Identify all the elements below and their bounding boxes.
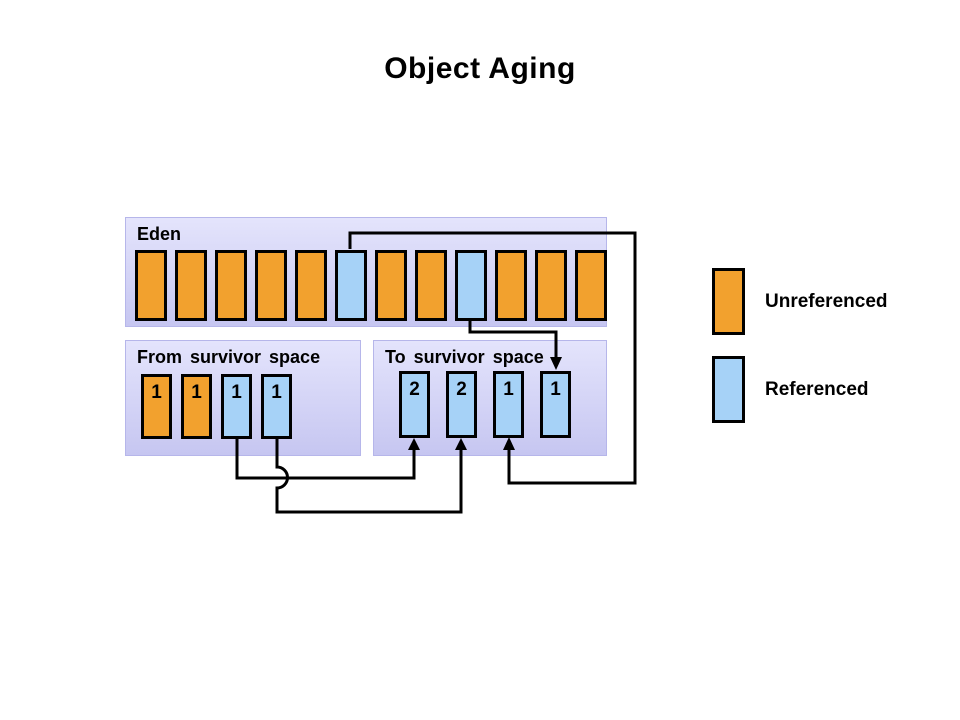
from-survivor-object-cell: 1 [261, 374, 292, 439]
eden-object-cell [175, 250, 207, 321]
eden-object-cell [535, 250, 567, 321]
object-age-label: 1 [191, 382, 202, 403]
from-survivor-object-cell: 1 [141, 374, 172, 439]
eden-object-cell [295, 250, 327, 321]
legend-item-label: Referenced [765, 378, 869, 400]
eden-panel: Eden [125, 217, 607, 327]
eden-object-cell [455, 250, 487, 321]
eden-object-cell [575, 250, 607, 321]
from-survivor-cells: 1 1 1 1 [141, 374, 292, 439]
legend-item: Referenced [712, 356, 888, 423]
to-survivor-object-cell: 1 [493, 371, 524, 438]
page-title: Object Aging [384, 52, 576, 85]
to-survivor-cells: 2 2 1 1 [399, 371, 571, 438]
to-survivor-panel: To survivor space 2 2 1 1 [373, 340, 607, 456]
from-survivor-object-cell: 1 [181, 374, 212, 439]
from-survivor-panel: From survivor space 1 1 1 1 [125, 340, 361, 456]
object-age-label: 1 [271, 382, 282, 403]
to-survivor-object-cell: 2 [399, 371, 430, 438]
object-age-label: 1 [550, 379, 561, 400]
eden-object-cell [375, 250, 407, 321]
eden-object-cell [495, 250, 527, 321]
from-survivor-object-cell: 1 [221, 374, 252, 439]
to-survivor-label: To survivor space [385, 347, 544, 367]
from-survivor-label: From survivor space [137, 347, 321, 367]
object-age-label: 1 [231, 382, 242, 403]
eden-label: Eden [137, 224, 182, 244]
to-survivor-object-cell: 2 [446, 371, 477, 438]
eden-cells [135, 250, 607, 321]
object-age-label: 1 [151, 382, 162, 403]
legend-swatch [712, 356, 745, 423]
eden-object-cell [215, 250, 247, 321]
legend-swatch [712, 268, 745, 335]
object-age-label: 2 [456, 379, 467, 400]
eden-object-cell [255, 250, 287, 321]
object-age-label: 2 [409, 379, 420, 400]
to-survivor-object-cell: 1 [540, 371, 571, 438]
legend: Unreferenced Referenced [712, 268, 888, 444]
legend-item: Unreferenced [712, 268, 888, 335]
eden-object-cell [135, 250, 167, 321]
legend-item-label: Unreferenced [765, 290, 888, 312]
object-age-label: 1 [503, 379, 514, 400]
eden-object-cell [415, 250, 447, 321]
eden-object-cell [335, 250, 367, 321]
